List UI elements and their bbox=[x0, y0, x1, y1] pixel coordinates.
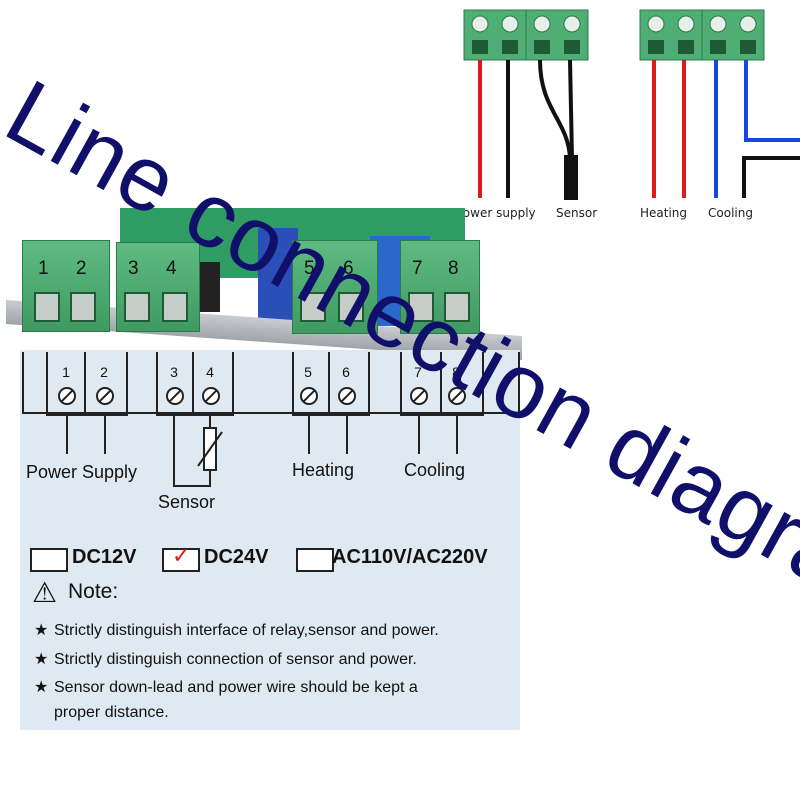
terminal-group-power-box bbox=[46, 352, 128, 416]
screw-slot bbox=[444, 292, 470, 322]
check-mark-icon: ✓ bbox=[172, 544, 191, 569]
screw-slot bbox=[162, 292, 188, 322]
terminal-block-sensor bbox=[525, 9, 589, 61]
screw-slot bbox=[34, 292, 60, 322]
group-label-power-supply: Power Supply bbox=[26, 462, 138, 482]
screw-icon bbox=[96, 387, 114, 405]
board-pin-7: 7 bbox=[412, 258, 423, 279]
group-label-cooling: Cooling bbox=[404, 460, 466, 480]
voltage-label-dc24v: DC24V bbox=[204, 546, 269, 568]
terminal-divider bbox=[192, 352, 194, 414]
terminal-number-6: 6 bbox=[342, 364, 350, 380]
terminal-group-heating-box bbox=[292, 352, 370, 416]
terminal-number-2: 2 bbox=[100, 364, 108, 380]
voltage-checkbox-dc12v bbox=[30, 548, 68, 572]
terminal-number-4: 4 bbox=[206, 364, 214, 380]
thermistor-symbol bbox=[173, 414, 223, 487]
screw-icon bbox=[338, 387, 356, 405]
note-item-3: Sensor down-lead and power wire should b… bbox=[54, 679, 418, 696]
lead-wire bbox=[66, 414, 68, 454]
terminal-number-3: 3 bbox=[170, 364, 178, 380]
screw-slot bbox=[408, 292, 434, 322]
note-heading: Note: bbox=[68, 580, 119, 603]
terminal-block-cooling bbox=[701, 9, 765, 61]
voltage-label-ac: AC110V/AC220V bbox=[332, 546, 488, 568]
note-item-2: Strictly distinguish connection of senso… bbox=[54, 651, 417, 668]
screw-slot bbox=[338, 292, 364, 322]
board-pin-2: 2 bbox=[76, 258, 87, 279]
board-pin-5: 5 bbox=[304, 258, 315, 279]
header-pins bbox=[200, 262, 220, 312]
terminal-divider bbox=[328, 352, 330, 414]
panel-outline bbox=[22, 352, 24, 414]
voltage-checkbox-dc24v: ✓ bbox=[162, 544, 200, 572]
board-pin-8: 8 bbox=[448, 258, 459, 279]
board-pin-4: 4 bbox=[166, 258, 177, 279]
label-sensor-top: Sensor bbox=[556, 206, 598, 220]
lead-wire bbox=[346, 414, 348, 454]
star-icon: ★ bbox=[34, 651, 49, 668]
board-pin-1: 1 bbox=[38, 258, 49, 279]
terminal-block-heating bbox=[639, 9, 703, 61]
label-power-supply-top: Power supply bbox=[456, 206, 536, 220]
star-icon: ★ bbox=[34, 679, 49, 696]
board-pin-3: 3 bbox=[128, 258, 139, 279]
panel-outline bbox=[518, 352, 520, 414]
lead-wire bbox=[104, 414, 106, 454]
terminal-group-sensor-box bbox=[156, 352, 234, 416]
lead-wire bbox=[308, 414, 310, 454]
panel-outline bbox=[22, 412, 520, 414]
terminal-number-8: 8 bbox=[452, 364, 460, 380]
terminal-number-5: 5 bbox=[304, 364, 312, 380]
star-icon: ★ bbox=[34, 622, 49, 639]
screw-icon bbox=[58, 387, 76, 405]
label-heating-top: Heating bbox=[640, 206, 688, 220]
screw-icon bbox=[202, 387, 220, 405]
label-cooling-top: Cooling bbox=[708, 206, 753, 220]
terminal-divider bbox=[84, 352, 86, 414]
terminal-block-power bbox=[463, 9, 527, 61]
screw-icon bbox=[166, 387, 184, 405]
terminal-group-cooling-box bbox=[400, 352, 484, 416]
note-item-1: Strictly distinguish interface of relay,… bbox=[54, 622, 439, 639]
terminal-number-7: 7 bbox=[414, 364, 422, 380]
screw-icon bbox=[300, 387, 318, 405]
group-label-heating: Heating bbox=[292, 460, 355, 480]
screw-slot bbox=[124, 292, 150, 322]
terminal-number-1: 1 bbox=[62, 364, 70, 380]
voltage-checkbox-ac bbox=[296, 548, 334, 572]
terminal-divider bbox=[440, 352, 442, 414]
wire-cooling-blue-2 bbox=[744, 60, 800, 142]
relay-component bbox=[258, 228, 298, 322]
wiring-sketch bbox=[463, 9, 800, 200]
screw-slot bbox=[70, 292, 96, 322]
screw-icon bbox=[448, 387, 466, 405]
lead-wire bbox=[418, 414, 420, 454]
group-label-sensor: Sensor bbox=[158, 492, 216, 512]
board-pin-6: 6 bbox=[343, 258, 354, 279]
wire-cooling-black bbox=[742, 156, 800, 198]
warning-icon: ⚠ bbox=[32, 576, 58, 609]
wire-sensor-cable bbox=[538, 59, 574, 198]
voltage-label-dc12v: DC12V bbox=[72, 546, 137, 568]
screw-slot bbox=[300, 292, 326, 322]
screw-icon bbox=[410, 387, 428, 405]
lead-wire bbox=[456, 414, 458, 454]
note-item-3-cont: proper distance. bbox=[54, 704, 169, 721]
